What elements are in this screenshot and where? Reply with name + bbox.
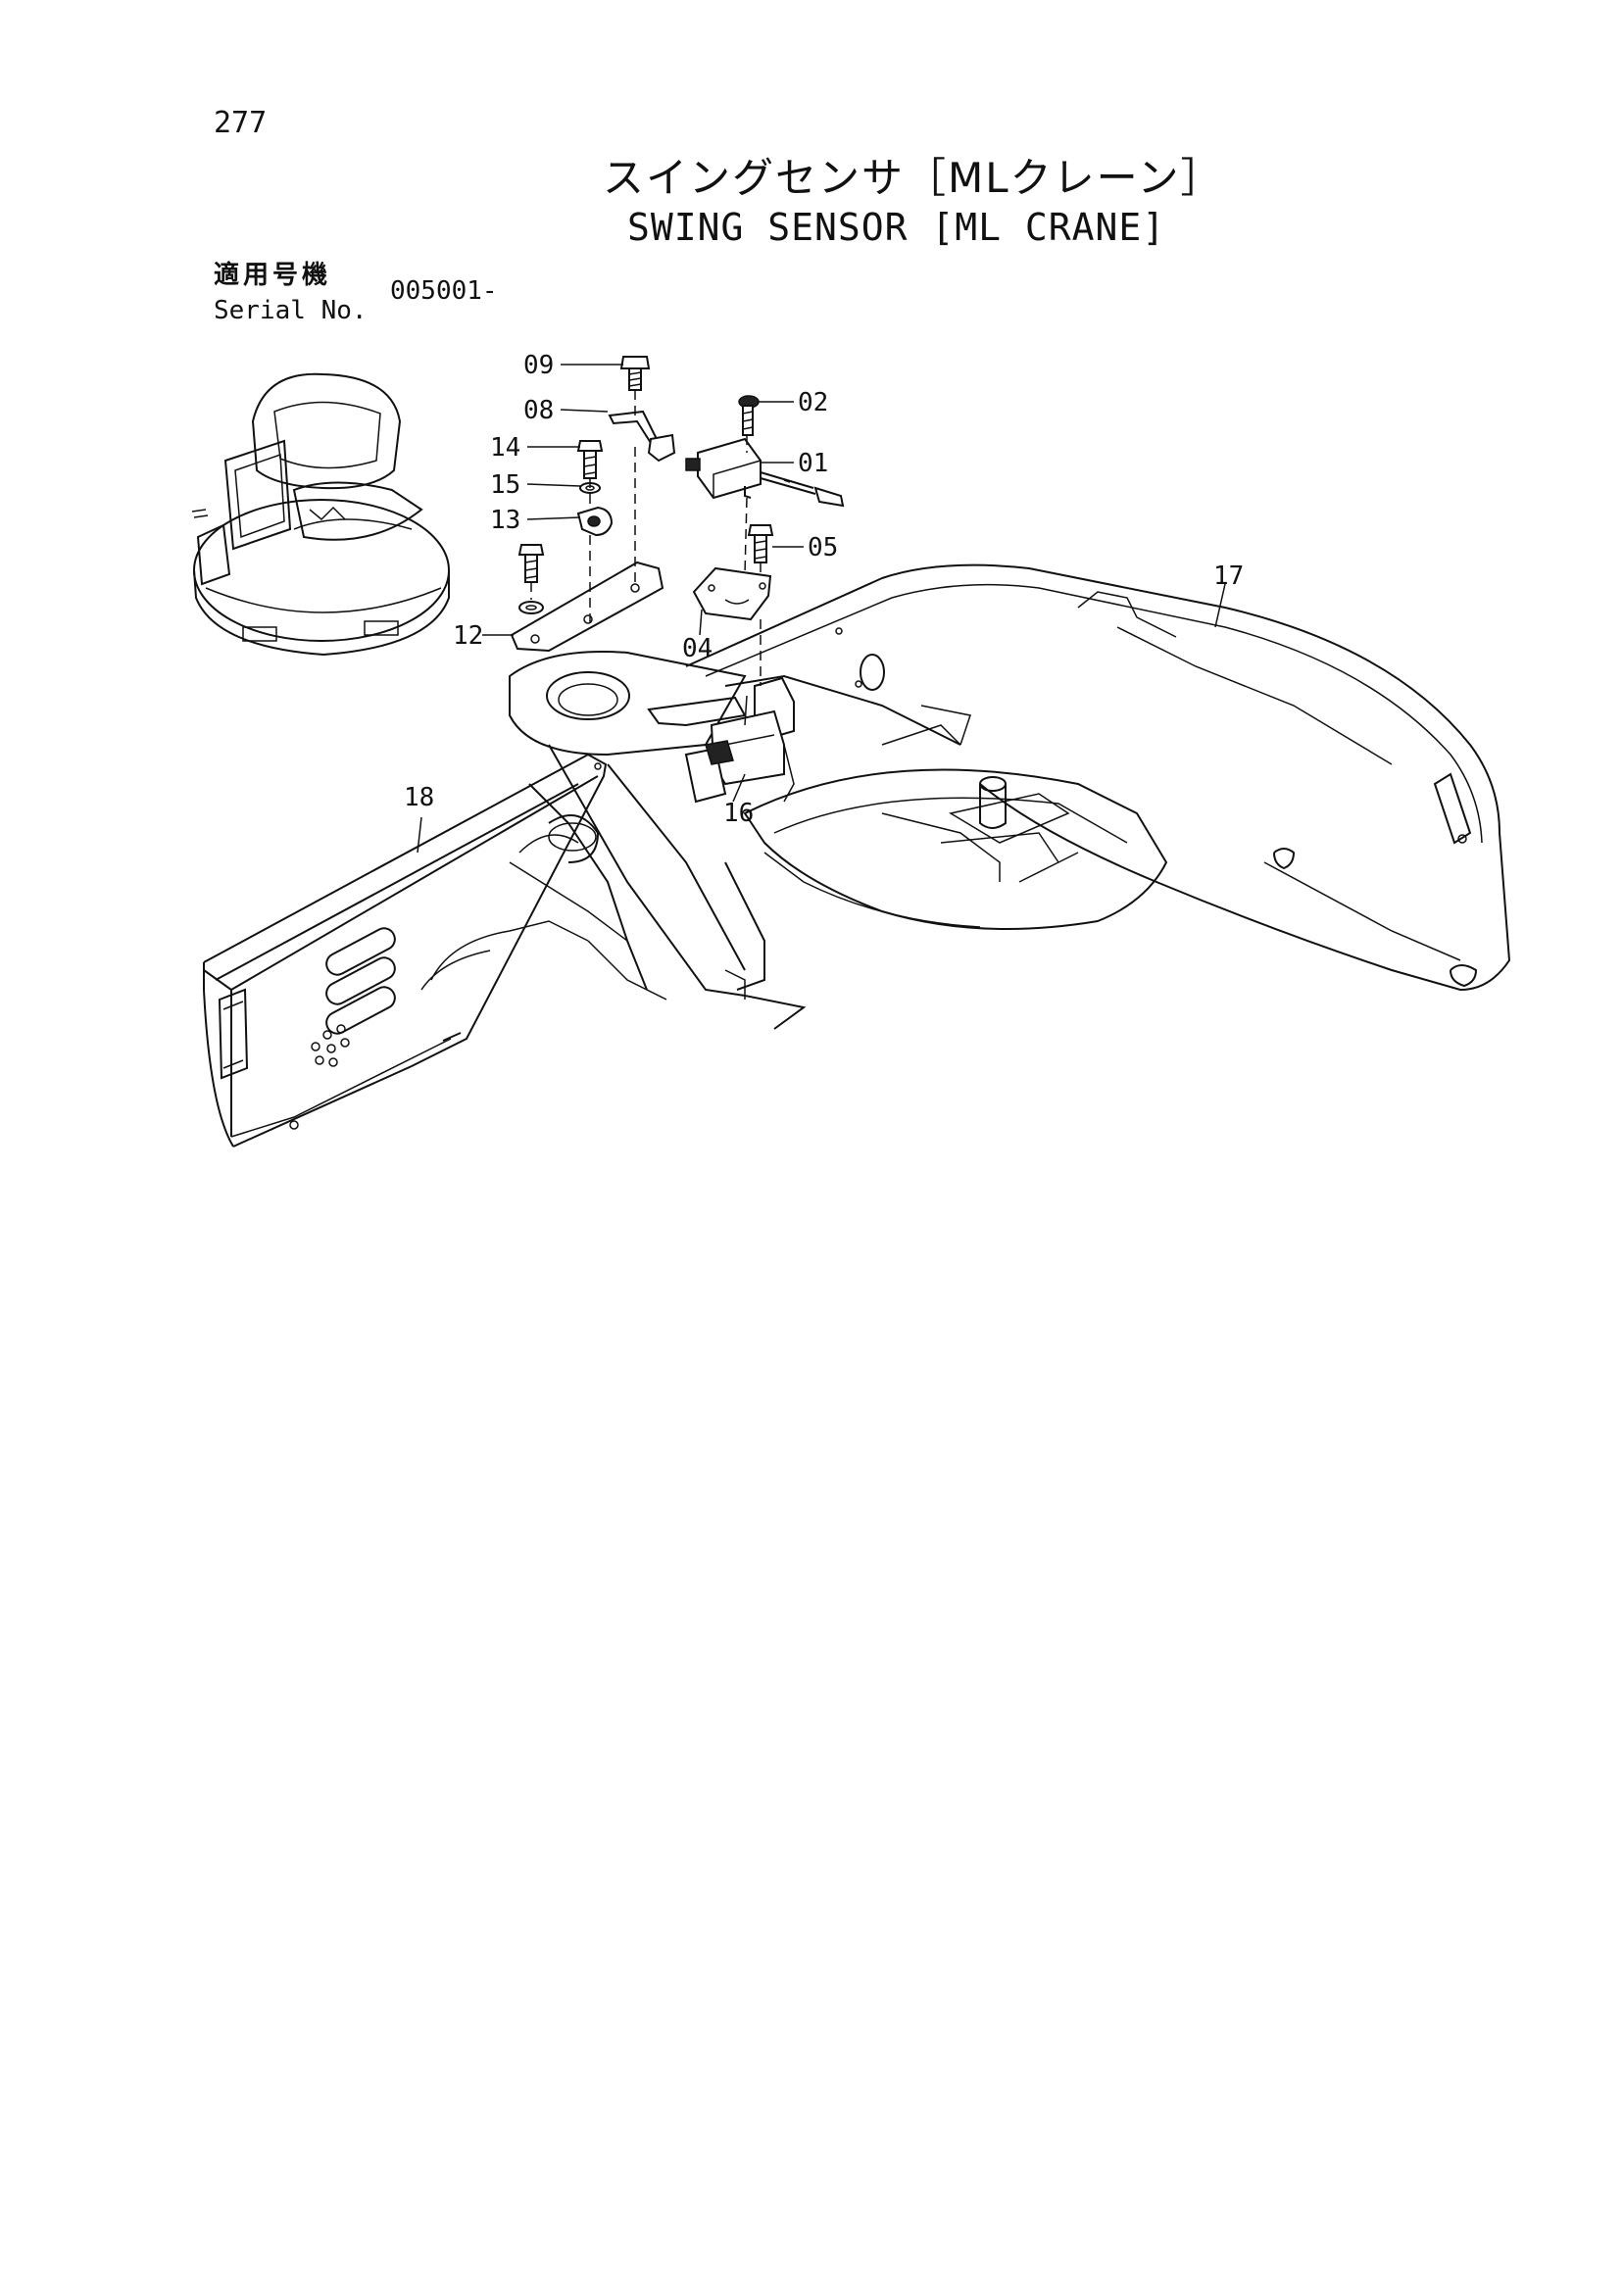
callout-16: 16 (723, 799, 754, 828)
leader-lines (417, 364, 1226, 854)
callout-13: 13 (490, 506, 520, 535)
page-number: 277 (214, 106, 268, 140)
part-08-bracket (608, 410, 676, 463)
part-05-bolt (747, 524, 774, 563)
part-14-bolt (576, 440, 604, 479)
part-04-plate (692, 566, 772, 621)
callout-08: 08 (523, 396, 554, 425)
callout-09: 09 (523, 351, 554, 380)
callout-labels: 09 08 14 15 13 12 02 01 05 04 17 16 18 (404, 351, 1244, 828)
part-18-side-panel (203, 753, 608, 1148)
callout-18: 18 (404, 783, 434, 812)
part-13-clamp (576, 506, 614, 537)
callout-12: 12 (453, 621, 483, 651)
part-09-bolt (619, 356, 651, 391)
callout-01: 01 (798, 449, 828, 478)
bolt-unlabeled (517, 544, 545, 614)
callout-14: 14 (490, 433, 520, 463)
callout-02: 02 (798, 388, 828, 417)
title-japanese: スイングセンサ［MLクレーン］ (603, 154, 1224, 202)
callout-05: 05 (808, 533, 838, 562)
serial-label-english: Serial No. (214, 296, 368, 325)
machine-overview-inset (191, 372, 450, 657)
part-01-swing-sensor (685, 437, 845, 508)
callout-15: 15 (490, 470, 520, 500)
serial-number-value: 005001- (390, 276, 498, 306)
part-02-screw (738, 395, 760, 436)
callout-17: 17 (1213, 562, 1244, 591)
part-17-cover (685, 563, 1511, 992)
part-16-bracket (647, 676, 795, 804)
upper-frame (509, 651, 1168, 1030)
serial-label-japanese: 適用号機 (214, 261, 332, 290)
assembly-centerlines (530, 390, 762, 686)
title-english: SWING SENSOR [ML CRANE] (627, 206, 1166, 249)
callout-04: 04 (682, 634, 713, 663)
part-12-plate (510, 561, 664, 653)
